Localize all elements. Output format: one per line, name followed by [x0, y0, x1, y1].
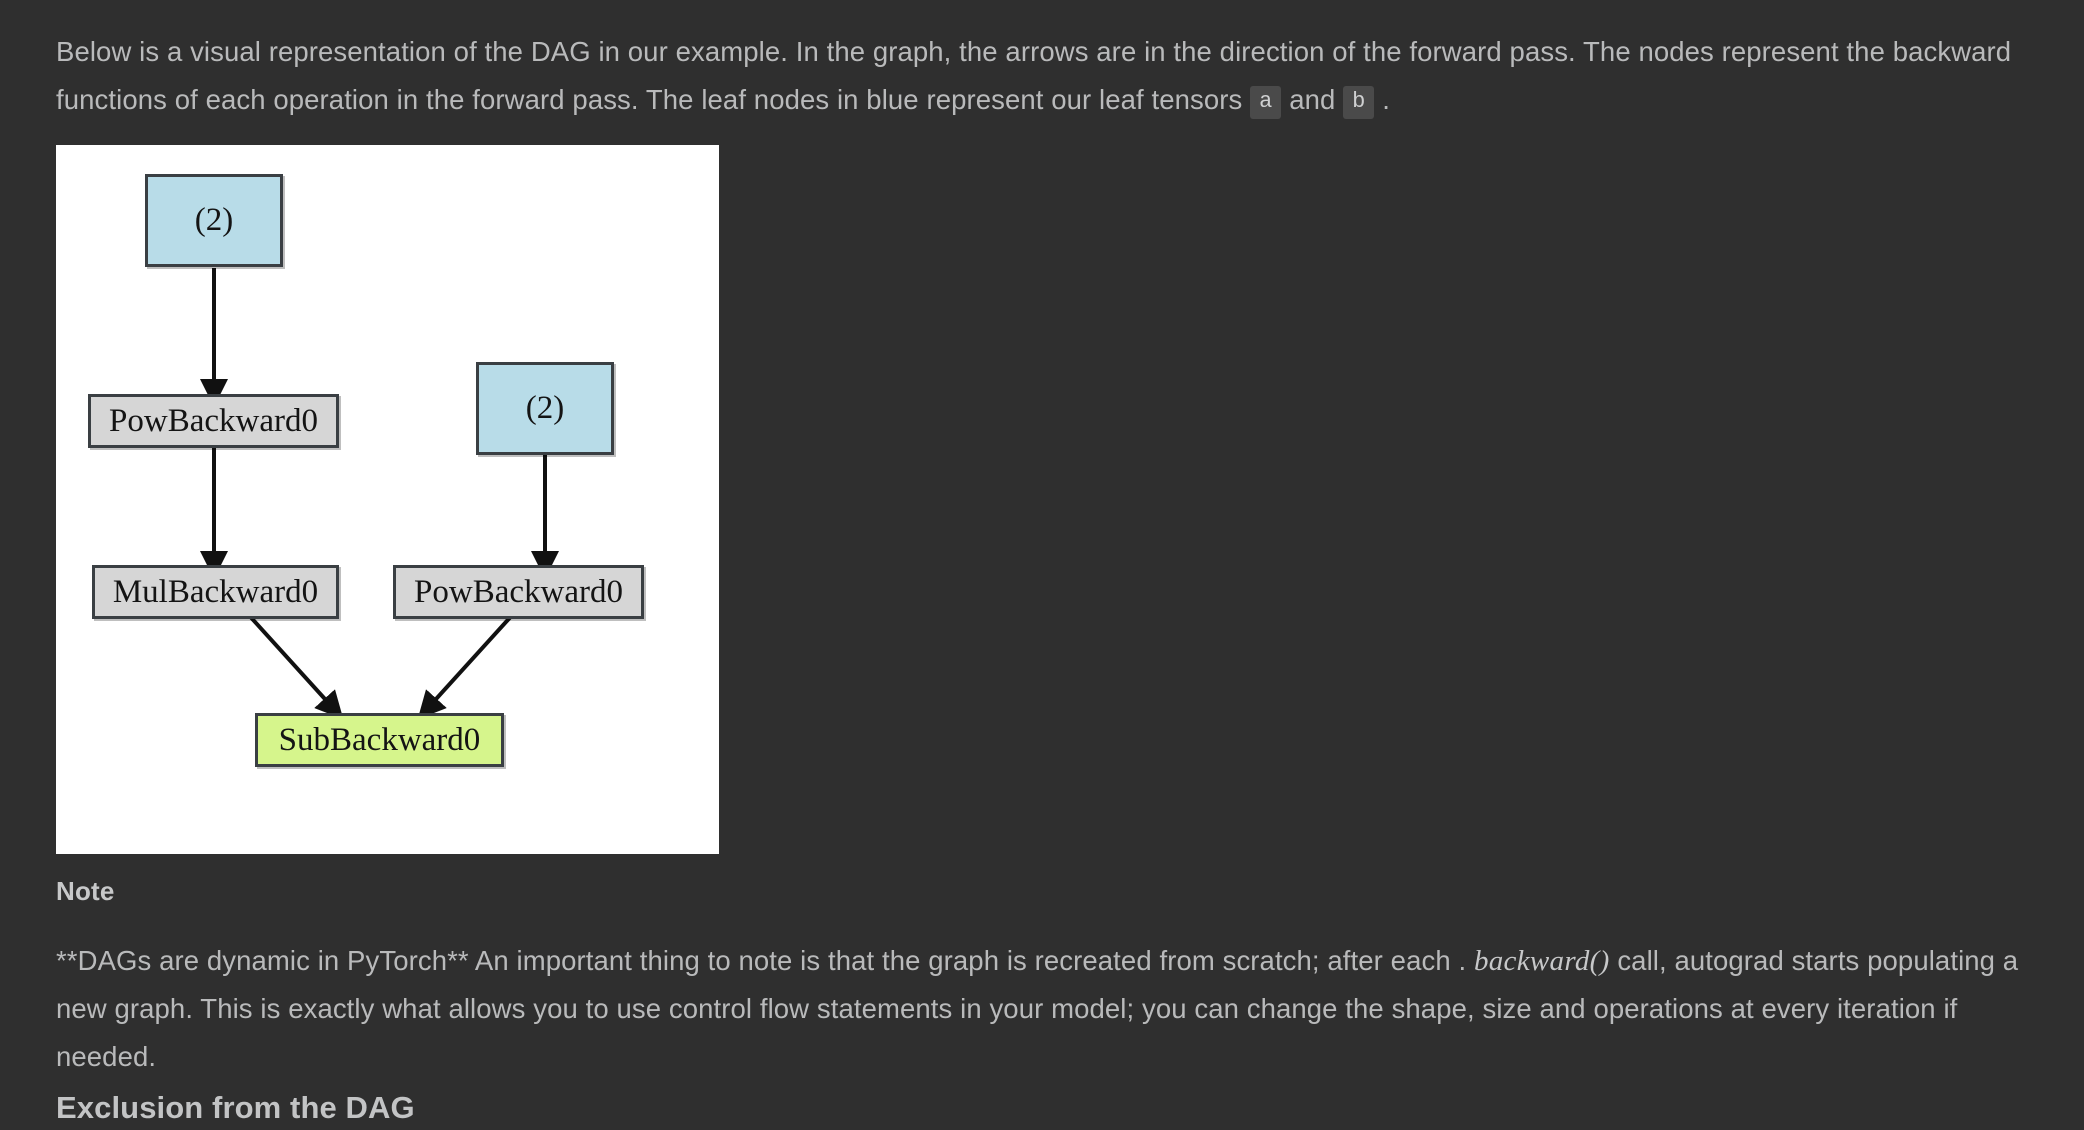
- math-parens: (): [1589, 945, 1610, 977]
- intro-paragraph: Below is a visual representation of the …: [56, 28, 2046, 124]
- spacer-3: [1335, 84, 1343, 115]
- inline-code-a: a: [1250, 86, 1282, 119]
- dag-diagram: (2) PowBackward0 (2) MulBackward0 PowBac…: [56, 145, 719, 854]
- dag-node-mul-backward-0-label: MulBackward0: [112, 573, 319, 610]
- note-text-before: **DAGs are dynamic in PyTorch** An impor…: [56, 945, 1467, 976]
- dag-node-sub-backward-0-label: SubBackward0: [278, 721, 481, 758]
- dag-node-pow-backward-0-bottom-label: PowBackward0: [414, 573, 623, 610]
- note-paragraph: **DAGs are dynamic in PyTorch** An impor…: [56, 937, 2046, 1081]
- math-backward: backward: [1473, 945, 1590, 977]
- note-heading: Note: [56, 876, 115, 906]
- dag-node-leaf-b: (2): [476, 362, 614, 455]
- inline-code-b: b: [1343, 86, 1375, 119]
- intro-text: Below is a visual representation of the …: [56, 36, 2012, 115]
- dag-node-pow-backward-0-bottom: PowBackward0: [393, 565, 644, 619]
- intro-conjunction: and: [1289, 84, 1336, 115]
- dag-node-leaf-a-label: (2): [194, 202, 234, 238]
- intro-period: .: [1382, 84, 1390, 115]
- dag-node-leaf-a: (2): [145, 174, 283, 267]
- dag-node-mul-backward-0: MulBackward0: [92, 565, 339, 619]
- spacer-5: [1466, 945, 1474, 976]
- dag-node-sub-backward-0: SubBackward0: [255, 713, 504, 767]
- edge-pow-b-to-sub: [417, 610, 517, 720]
- dag-edges: [200, 268, 559, 720]
- dag-node-pow-backward-0-top-label: PowBackward0: [109, 402, 318, 439]
- edge-mul-to-sub: [244, 610, 344, 720]
- spacer-1: [1242, 84, 1250, 115]
- dag-node-pow-backward-0-top: PowBackward0: [88, 394, 339, 448]
- note-text-after: call, autograd starts populating a new g…: [56, 945, 2019, 1072]
- dag-svg: [200, 268, 559, 720]
- exclusion-heading: Exclusion from the DAG: [56, 1090, 415, 1125]
- dag-node-leaf-b-label: (2): [525, 390, 565, 426]
